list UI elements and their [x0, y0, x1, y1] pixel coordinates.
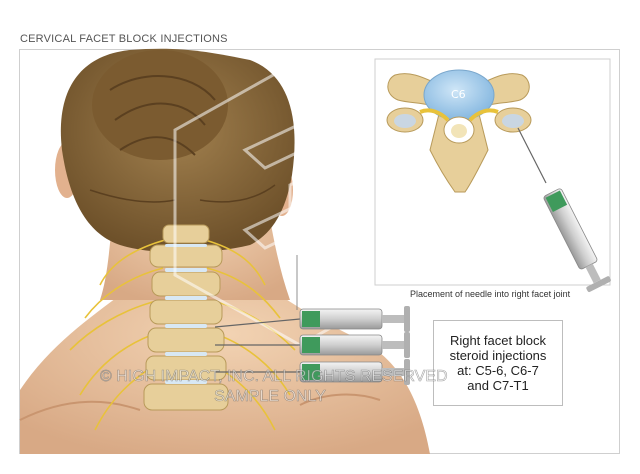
inset-syringe: [517, 127, 611, 293]
watermark-line-2: SAMPLE ONLY: [214, 388, 326, 406]
watermark-line-1: © HIGH IMPACT, INC. ALL RIGHTS RESERVED: [100, 368, 448, 386]
callout-line-2: steroid injections: [449, 348, 547, 363]
vertebra-label: C6: [451, 88, 466, 101]
cervical-spine: [69, 224, 296, 431]
callout-line-4: and C7-T1: [467, 378, 529, 393]
copyright-watermark: © HIGH IMPACT, INC. ALL RIGHTS RESERVED …: [100, 367, 448, 407]
inset-vertebra: C6: [386, 69, 532, 193]
neck-syringe-2: [215, 332, 410, 358]
callout-line-1: Right facet block: [449, 333, 547, 348]
callout-line-3: at: C5-6, C6-7: [457, 363, 539, 378]
figure-title: CERVICAL FACET BLOCK INJECTIONS: [20, 33, 228, 45]
neck-syringe-1: [214, 306, 410, 332]
injection-callout-box: Right facet block steroid injections at:…: [433, 320, 563, 406]
neck-syringe-3: [215, 359, 410, 385]
vertebrae: [143, 224, 229, 411]
hair: [60, 48, 295, 253]
inset-caption: Placement of needle into right facet joi…: [410, 289, 571, 299]
